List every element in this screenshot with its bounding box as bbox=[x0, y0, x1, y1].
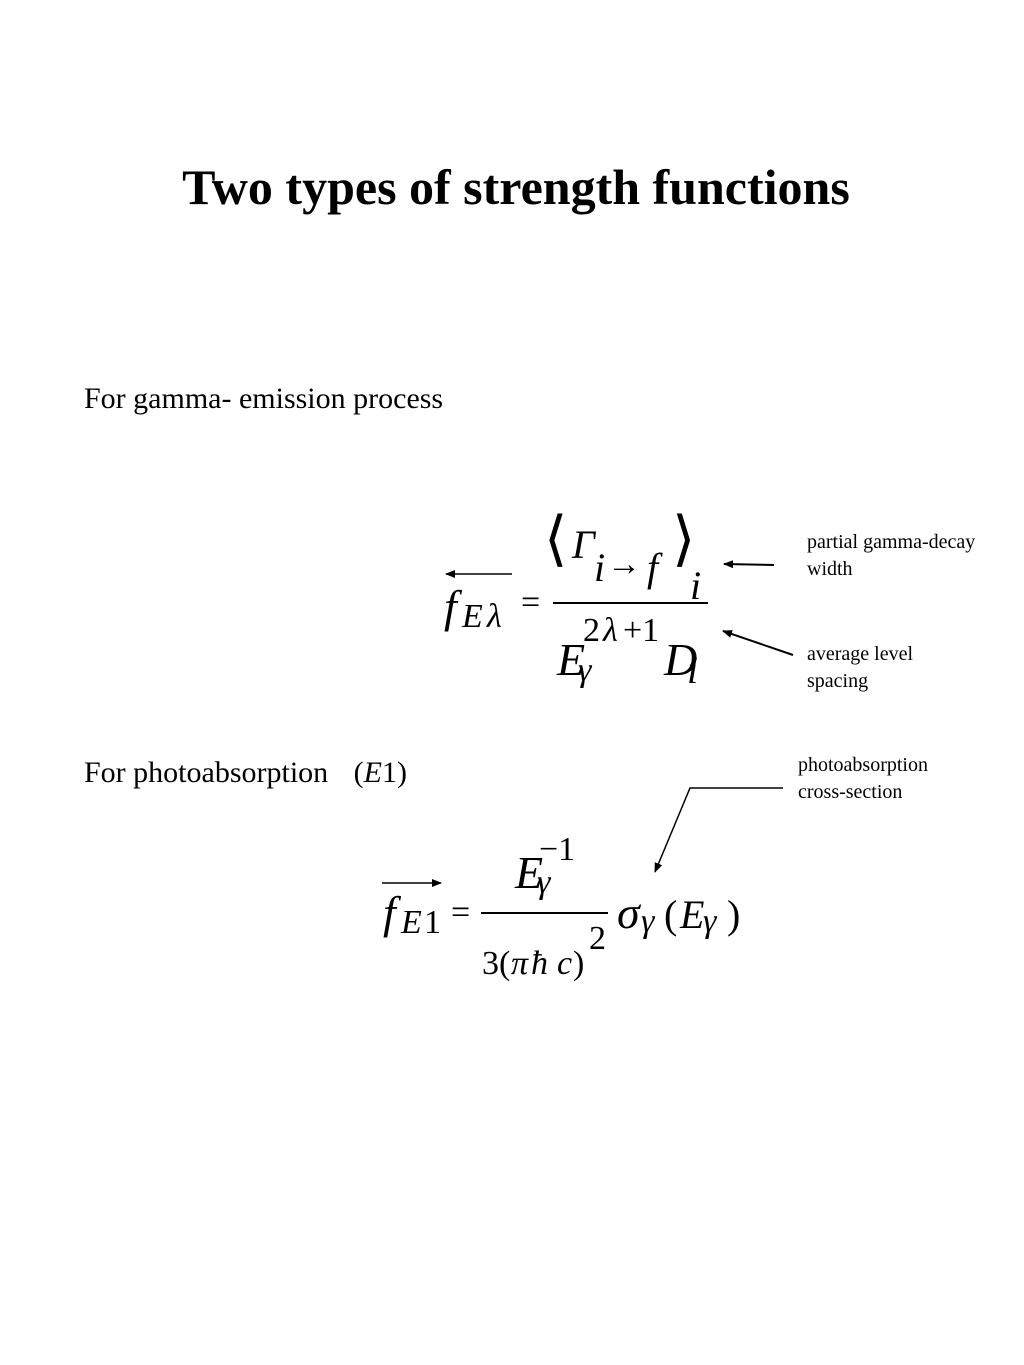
f1-left-angle: ⟨ bbox=[544, 506, 568, 572]
photoabsorption-label-text: For photoabsorption bbox=[84, 756, 329, 789]
cross-section-note-line2: cross-section bbox=[798, 781, 903, 803]
f2-denom-hbar: ħ bbox=[531, 945, 548, 982]
photoabsorption-label-paren-close: ) bbox=[397, 756, 407, 789]
partial-width-arrow bbox=[723, 560, 775, 569]
f2-denom-close: ) bbox=[573, 945, 585, 982]
emission-label: For gamma- emission process bbox=[84, 382, 444, 415]
f1-denom-sub-gamma: γ bbox=[578, 652, 592, 689]
f1-denom-E: E bbox=[557, 634, 586, 685]
f2-f: f bbox=[383, 887, 396, 938]
f2-num-sup-minus1: −1 bbox=[539, 831, 576, 868]
cross-section-note-line1: photoabsorption bbox=[798, 754, 928, 776]
f1-sub-E: E bbox=[462, 598, 483, 635]
f2-sigma-sub-gamma: γ bbox=[641, 903, 655, 940]
f2-denom-3: 3( bbox=[482, 945, 511, 982]
f1-gamma-width: Γ bbox=[572, 522, 595, 567]
f2-denom-c: c bbox=[557, 945, 573, 982]
f2-sub-E: E bbox=[401, 904, 422, 941]
f1-fraction-bar bbox=[553, 602, 708, 604]
f1-denom-D-sub-i: i bbox=[687, 647, 699, 692]
photoabsorption-label-paren-open: ( bbox=[353, 756, 364, 789]
f1-f: f bbox=[444, 581, 457, 632]
f2-paren-close: ) bbox=[727, 892, 741, 937]
f1-denom-sup-2: 2 bbox=[583, 612, 600, 649]
f2-paren-open: ( bbox=[664, 892, 678, 937]
f1-denom-sup-lambda: λ bbox=[603, 612, 618, 649]
level-spacing-note-line1: average level bbox=[807, 643, 914, 665]
f1-denom-D: D bbox=[664, 634, 698, 685]
level-spacing-note: average level spacing bbox=[807, 641, 913, 695]
f2-denom-pi: π bbox=[511, 945, 529, 982]
f2-fraction-bar bbox=[481, 912, 608, 914]
partial-width-note-line1: partial gamma-decay bbox=[807, 531, 976, 553]
f1-denom-sup-plus1: +1 bbox=[623, 612, 660, 649]
f1-sub-lambda: λ bbox=[487, 598, 502, 635]
f1-arrow: → bbox=[607, 546, 641, 583]
f2-sub-1: 1 bbox=[424, 904, 441, 941]
f2-sigma: σ bbox=[617, 887, 640, 938]
f2-num-sub-gamma: γ bbox=[537, 864, 551, 901]
photoabsorption-label-symbol: E bbox=[363, 756, 382, 789]
f1-sub-f: f bbox=[647, 545, 659, 590]
cross-section-leader bbox=[654, 787, 783, 873]
f2-num-E: E bbox=[515, 847, 544, 898]
cross-section-note: photoabsorption cross-section bbox=[798, 752, 928, 806]
partial-width-note: partial gamma-decay width bbox=[807, 529, 975, 583]
level-spacing-arrow bbox=[722, 630, 794, 656]
f1-right-angle: ⟩ bbox=[672, 506, 696, 572]
photoabsorption-label-number: 1 bbox=[382, 756, 397, 789]
partial-width-note-line2: width bbox=[807, 558, 853, 580]
photoabsorption-label: For photoabsorption (E1) bbox=[84, 756, 407, 790]
f2-arg-sub-gamma: γ bbox=[703, 903, 717, 940]
f2-equals: = bbox=[451, 894, 471, 931]
level-spacing-note-line2: spacing bbox=[807, 670, 869, 692]
slide-title: Two types of strength functions bbox=[182, 159, 850, 215]
f1-sub-i: i bbox=[594, 545, 606, 590]
f1-outer-sub-i: i bbox=[690, 563, 702, 608]
f1-equals: = bbox=[521, 584, 541, 621]
f2-arg-E: E bbox=[680, 892, 705, 937]
f2-denom-sup-2: 2 bbox=[589, 920, 606, 957]
